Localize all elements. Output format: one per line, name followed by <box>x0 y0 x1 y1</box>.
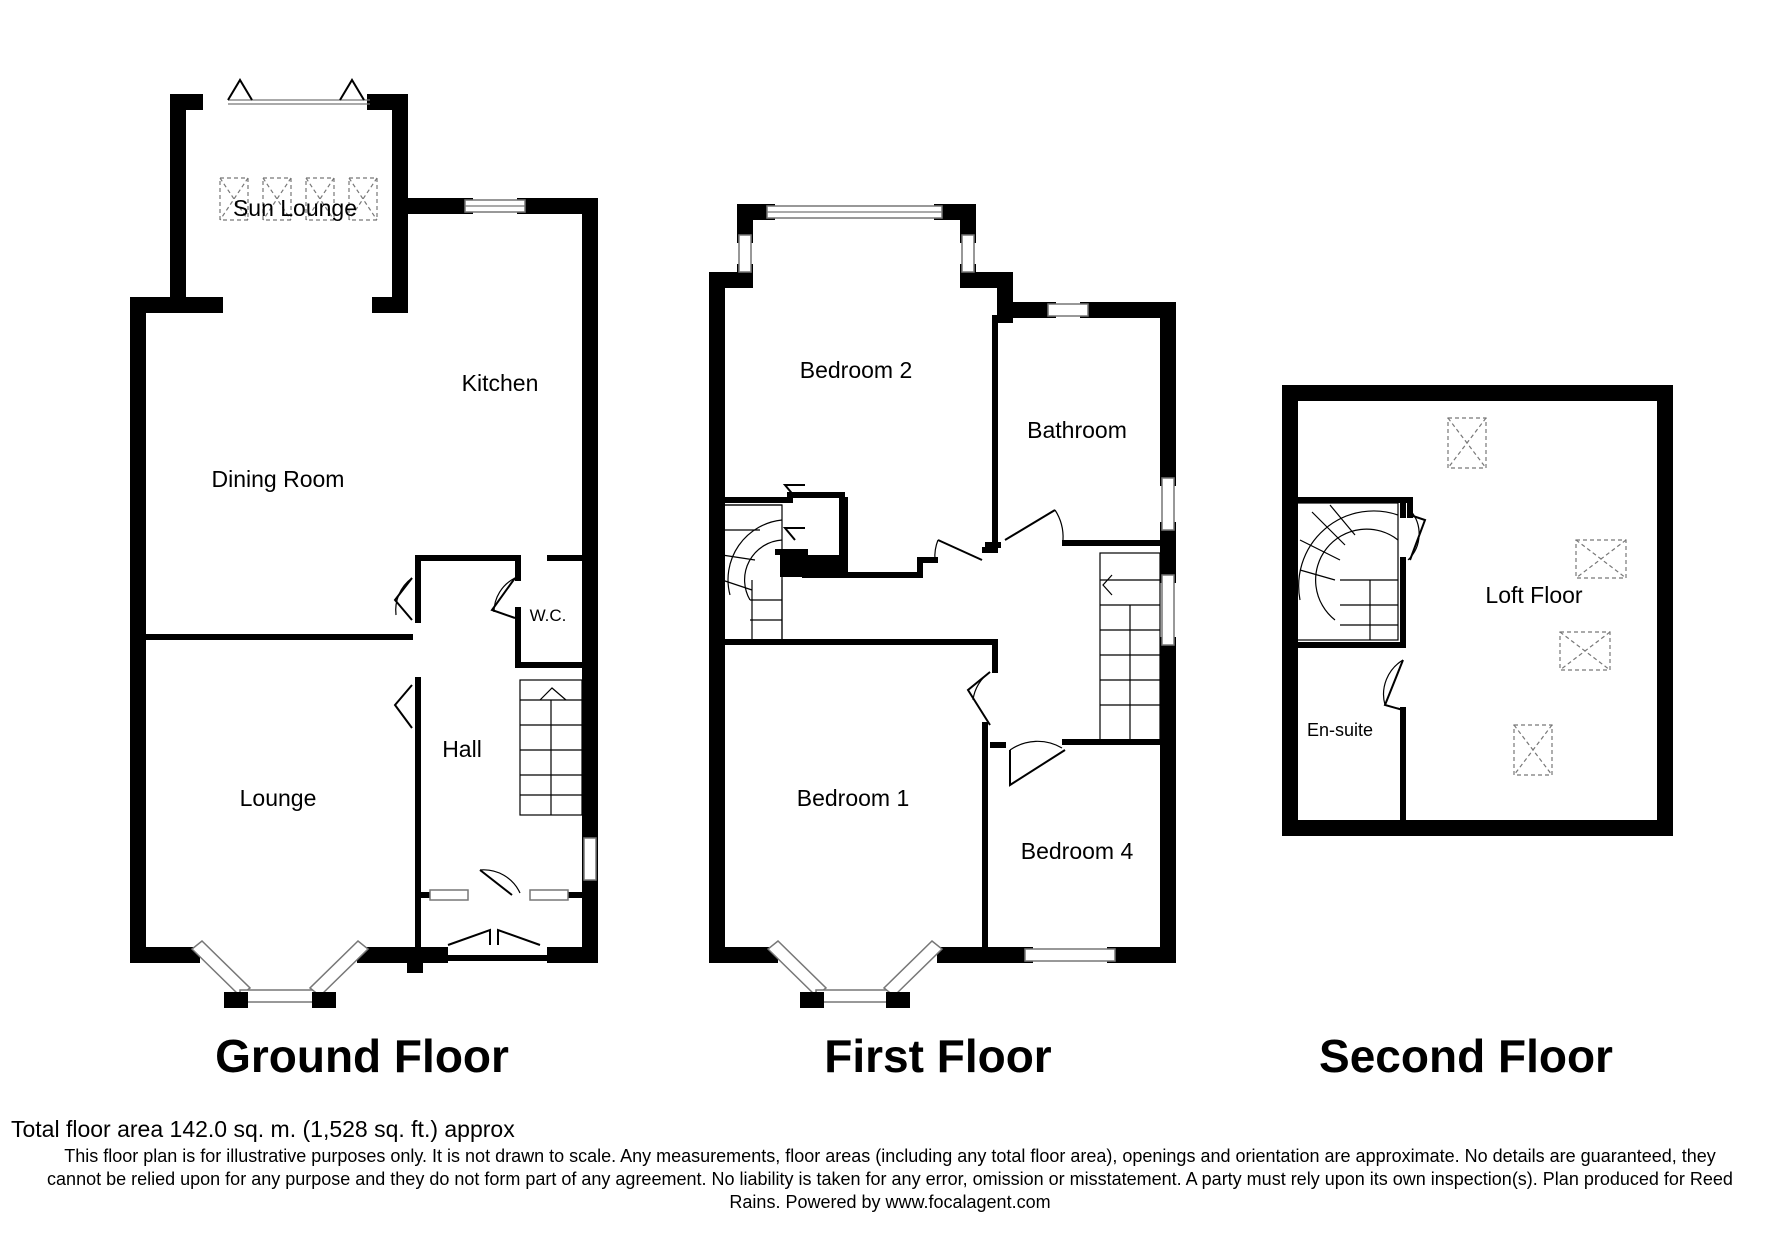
first-outer-walls <box>709 204 1176 963</box>
second-interior-walls <box>1290 497 1413 828</box>
ground-floor-plan: Sun Lounge Kitchen Dining Room W.C. Hall… <box>130 78 598 1082</box>
loft-skylights <box>1447 417 1627 776</box>
floor-title-ground: Ground Floor <box>215 1030 509 1082</box>
floor-title-second: Second Floor <box>1319 1030 1613 1082</box>
sun-lounge-skylights <box>219 177 378 221</box>
room-label-dining-room: Dining Room <box>212 466 345 492</box>
ground-interior-walls <box>137 555 588 958</box>
room-label-lounge: Lounge <box>240 785 317 811</box>
floor-title-first: First Floor <box>824 1030 1052 1082</box>
room-label-loft-floor: Loft Floor <box>1485 582 1582 608</box>
room-label-en-suite: En-suite <box>1307 720 1373 740</box>
bedroom-2-bay-window <box>738 205 975 273</box>
kitchen-window <box>464 199 526 213</box>
floor-plan-diagram: .w { stroke: #000; stroke-width: 16; fil… <box>130 78 1673 1082</box>
second-stairs <box>1292 502 1399 641</box>
ground-doors <box>393 577 541 946</box>
hall-windows <box>429 837 597 901</box>
ground-outer-walls <box>130 198 598 973</box>
second-floor-plan: Loft Floor En-suite Second Floor <box>1282 385 1673 1082</box>
room-label-bedroom-4: Bedroom 4 <box>1021 838 1134 864</box>
disclaimer-text: This floor plan is for illustrative purp… <box>47 1146 1733 1212</box>
first-interior-walls <box>717 315 1168 958</box>
first-stairs <box>721 504 1161 741</box>
room-label-sun-lounge: Sun Lounge <box>233 195 357 221</box>
bathroom-windows <box>1047 303 1175 646</box>
room-label-hall: Hall <box>442 736 482 762</box>
ground-stairs <box>519 679 583 816</box>
room-label-kitchen: Kitchen <box>462 370 539 396</box>
first-floor-plan: Bedroom 2 Bathroom Bedroom 1 Bedroom 4 F… <box>709 204 1176 1082</box>
bedroom-4-window <box>1024 948 1116 962</box>
second-outer-walls <box>1282 385 1673 836</box>
room-label-bathroom: Bathroom <box>1027 417 1127 443</box>
room-label-wc: W.C. <box>530 606 567 625</box>
room-label-bedroom-1: Bedroom 1 <box>797 785 910 811</box>
room-label-bedroom-2: Bedroom 2 <box>800 357 913 383</box>
first-doors <box>782 484 1066 787</box>
lounge-bay-window <box>190 939 370 1008</box>
second-doors <box>1382 509 1427 711</box>
bedroom-1-bay-window <box>766 939 944 1008</box>
total-floor-area: Total floor area 142.0 sq. m. (1,528 sq.… <box>11 1116 515 1142</box>
